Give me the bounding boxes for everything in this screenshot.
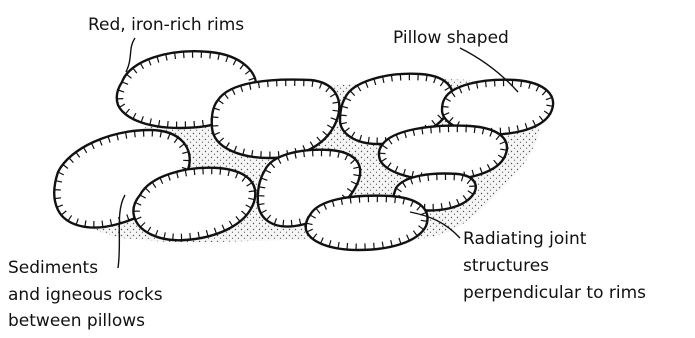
label-radiating-joint-line-1: Radiating joint — [463, 228, 586, 250]
pillows-group — [54, 51, 553, 250]
label-radiating-joint-line-2: structures — [463, 255, 549, 277]
label-sediments-line-3: between pillows — [8, 310, 145, 332]
label-iron-rich-rims: Red, iron-rich rims — [88, 14, 244, 36]
label-sediments-line-1: Sediments — [8, 257, 98, 279]
pillow-10 — [306, 196, 428, 250]
label-radiating-joint-line-3: perpendicular to rims — [463, 282, 646, 304]
pillow-rim — [379, 126, 507, 180]
pillow-8 — [379, 126, 507, 180]
label-pillow-shaped: Pillow shaped — [393, 27, 509, 49]
label-sediments-line-2: and igneous rocks — [8, 284, 163, 306]
